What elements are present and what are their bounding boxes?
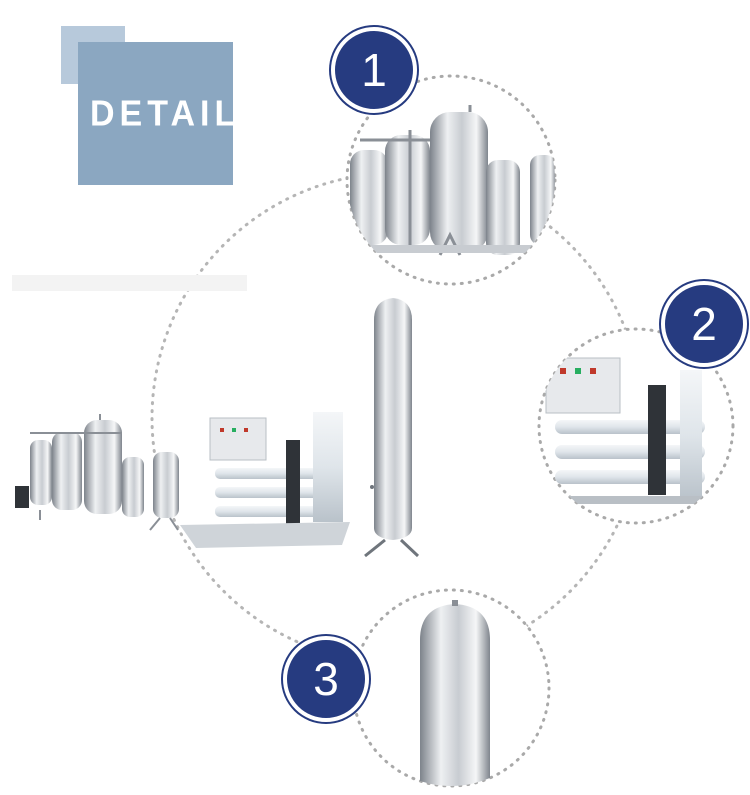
- detail-image-2-ro-unit: [540, 357, 720, 504]
- detail-title: DETAIL: [90, 94, 241, 134]
- left-filter-tanks: [15, 414, 179, 531]
- detail-circle-2-ring: [537, 327, 735, 525]
- detail-image-1-tanks: [347, 105, 555, 256]
- badge-3: 3: [283, 636, 369, 722]
- detail-title-block: [78, 42, 233, 185]
- badge-1: 1: [331, 27, 417, 113]
- detail-image-3-tank-top: [420, 600, 490, 786]
- ro-skid-main: [180, 412, 350, 548]
- faint-line: [12, 275, 247, 291]
- center-tank: [364, 298, 420, 558]
- badge-2: 2: [661, 281, 747, 367]
